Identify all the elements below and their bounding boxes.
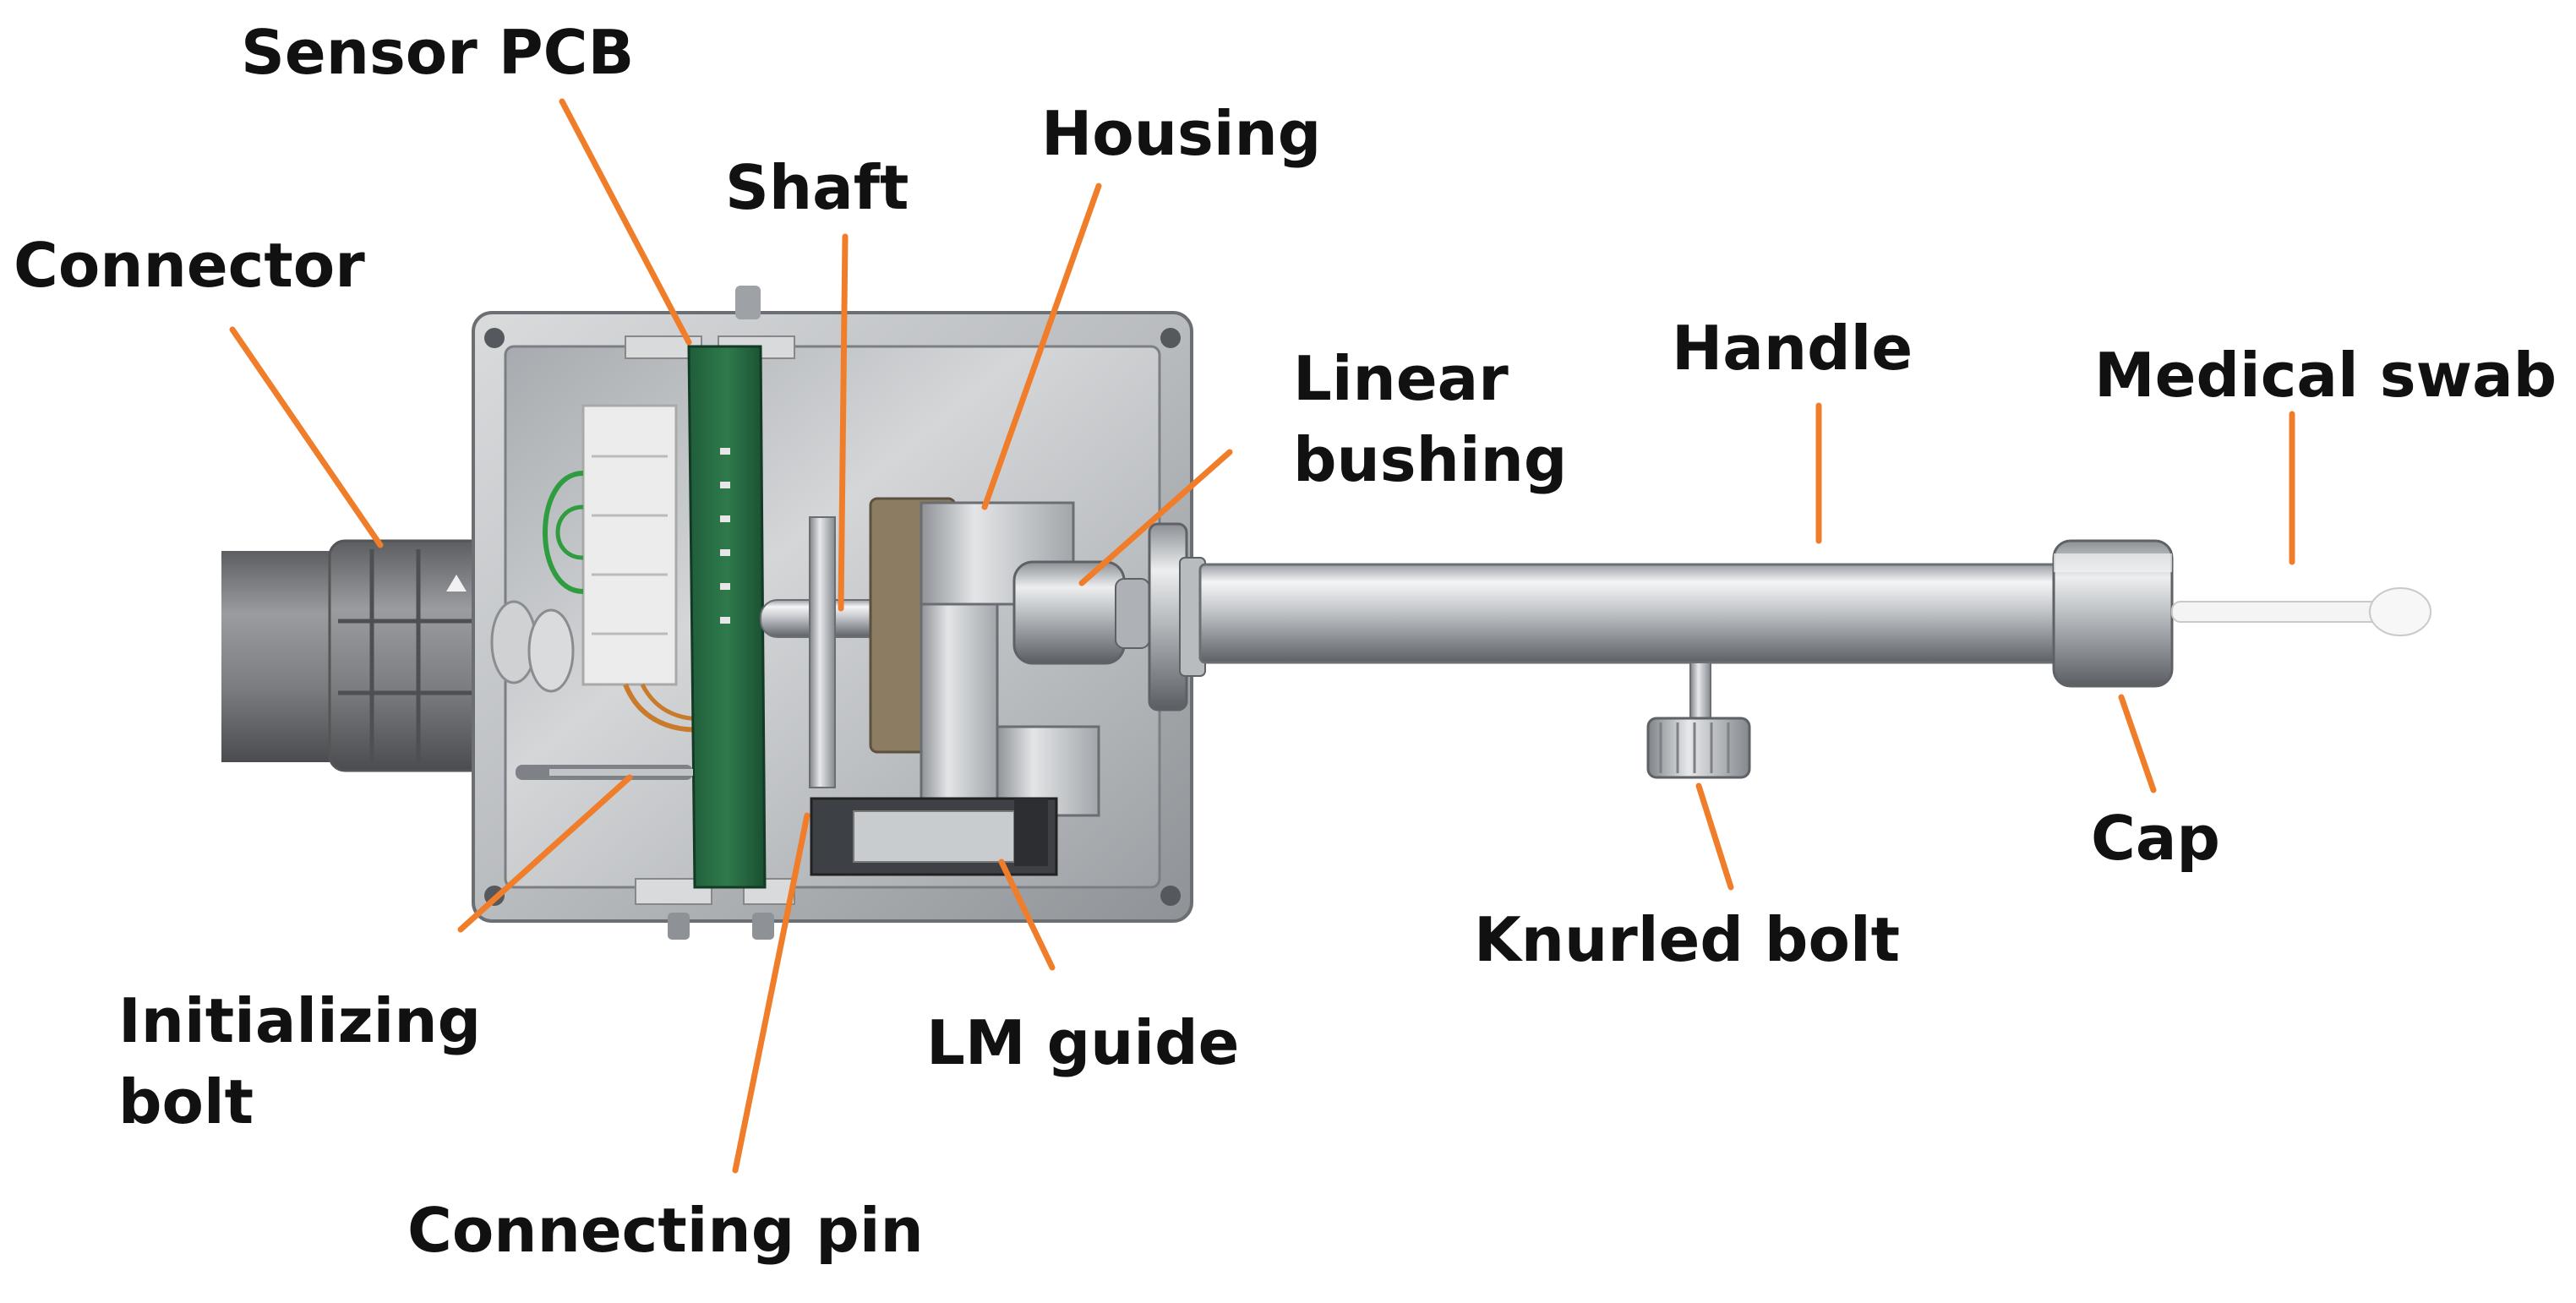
label-cap: Cap (2091, 803, 2220, 874)
leader-lm-guide (998, 859, 1056, 971)
leader-knurled-bolt (1695, 782, 1734, 891)
leader-cap (2118, 694, 2157, 793)
label-medical-swab: Medical swab (2094, 340, 2557, 411)
cap-part (2052, 539, 2174, 688)
connector-nut (328, 539, 492, 772)
screw-heads (490, 600, 575, 693)
leader-shaft (838, 233, 849, 612)
label-shaft: Shaft (725, 152, 909, 223)
label-connecting-pin: Connecting pin (407, 1195, 924, 1266)
shaft-part (760, 516, 897, 788)
leader-connecting-pin (732, 812, 810, 1174)
leader-linear-bushing (1078, 449, 1233, 586)
leader-connector (229, 326, 384, 548)
housing-block (869, 497, 1100, 817)
leader-housing (981, 183, 1102, 510)
label-sensor-pcb: Sensor PCB (241, 17, 635, 88)
label-initializing-bolt-line2: bolt (118, 1066, 254, 1137)
sensor-pcb-board (687, 345, 767, 889)
label-linear-bushing-line1: Linear (1293, 343, 1509, 414)
label-connector: Connector (14, 230, 365, 301)
medical-swab-part (2171, 587, 2431, 636)
label-initializing-bolt-line1: Initializing (118, 985, 482, 1056)
handle-tube (1198, 563, 2072, 664)
label-housing: Housing (1041, 98, 1322, 169)
linear-bushing-part (1012, 560, 1150, 665)
label-linear-bushing: Linear bushing (1293, 338, 1567, 500)
terminal-block (581, 404, 678, 686)
label-initializing-bolt: Initializing bolt (118, 980, 481, 1142)
lm-guide-part (810, 797, 1058, 876)
end-flange (1148, 522, 1206, 711)
initializing-bolt-part (516, 765, 693, 780)
label-handle: Handle (1672, 313, 1913, 384)
label-knurled-bolt: Knurled bolt (1474, 904, 1901, 975)
label-lm-guide: LM guide (926, 1007, 1240, 1078)
leader-initializing-bolt (457, 774, 633, 933)
leader-lines (229, 98, 2295, 1174)
leader-sensor-pcb (559, 98, 692, 346)
label-linear-bushing-line2: bushing (1293, 424, 1568, 495)
knurled-bolt-part (1646, 662, 1751, 779)
